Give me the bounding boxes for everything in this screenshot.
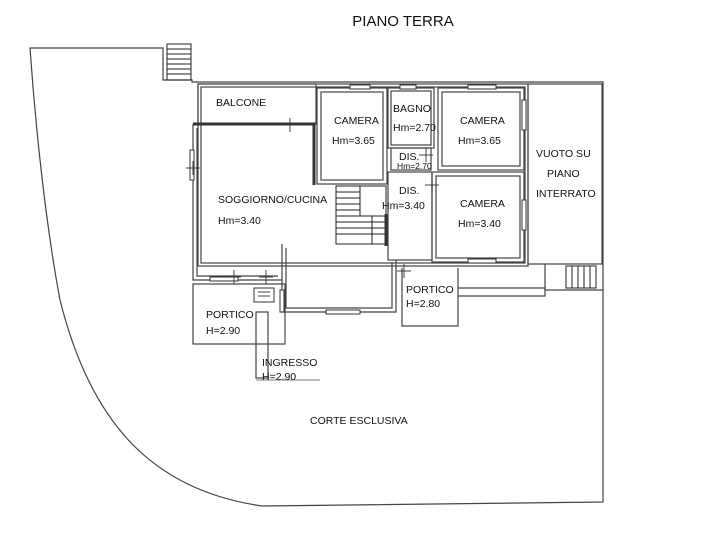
room-dis: DIS. Hm=3.40 [382, 185, 425, 212]
ingresso-height: H=2.90 [262, 371, 296, 383]
bagno-label: BAGNO [393, 103, 431, 115]
dis-label: DIS. [399, 185, 419, 197]
room-balcone: BALCONE [216, 97, 266, 109]
portico-left-height: H=2.90 [206, 325, 240, 337]
camera-3-height: Hm=3.40 [458, 218, 501, 230]
camera-1-height: Hm=3.65 [332, 135, 375, 147]
area-corte-esclusiva: CORTE ESCLUSIVA [310, 415, 408, 427]
vuoto-line-1: VUOTO SU [536, 148, 591, 160]
soggiorno-label: SOGGIORNO/CUCINA [218, 194, 327, 206]
vuoto-line-2: PIANO [547, 168, 580, 180]
room-soggiorno-cucina: SOGGIORNO/CUCINA Hm=3.40 [218, 194, 327, 227]
room-camera-2: CAMERA Hm=3.65 [458, 115, 505, 147]
balcone-label: BALCONE [216, 97, 266, 109]
room-portico-left: PORTICO H=2.90 [206, 309, 254, 337]
dis-height: Hm=3.40 [382, 200, 425, 212]
room-camera-3: CAMERA Hm=3.40 [458, 198, 505, 230]
windows [189, 84, 527, 315]
lot-boundary [29, 47, 604, 507]
room-vuoto: VUOTO SU PIANO INTERRATO [536, 148, 596, 200]
internal-stairs [335, 185, 388, 246]
camera-2-height: Hm=3.65 [458, 135, 501, 147]
room-portico-right: PORTICO H=2.80 [406, 284, 454, 310]
camera-3-label: CAMERA [460, 198, 505, 210]
room-bagno: BAGNO Hm=2.70 [393, 103, 436, 134]
room-camera-1: CAMERA Hm=3.65 [332, 115, 379, 147]
camera-2-label: CAMERA [460, 115, 505, 127]
dis-small-label: DIS. [399, 151, 419, 163]
plan-title: PIANO TERRA [352, 13, 453, 30]
ingresso-label: INGRESSO [262, 357, 317, 369]
dis-small-height: Hm=2.70 [397, 161, 432, 171]
room-dis-small: DIS. Hm=2.70 [397, 151, 432, 171]
soggiorno-height: Hm=3.40 [218, 215, 261, 227]
room-ingresso: INGRESSO H=2.90 [262, 357, 317, 383]
portico-left-label: PORTICO [206, 309, 254, 321]
portico-right-height: H=2.80 [406, 298, 440, 310]
cross-markers [186, 118, 439, 303]
side-stairs [565, 265, 597, 289]
external-stairs [166, 43, 192, 81]
camera-1-label: CAMERA [334, 115, 379, 127]
portico-right-label: PORTICO [406, 284, 454, 296]
bagno-height: Hm=2.70 [393, 122, 436, 134]
corte-label: CORTE ESCLUSIVA [310, 415, 408, 427]
vuoto-line-3: INTERRATO [536, 188, 596, 200]
